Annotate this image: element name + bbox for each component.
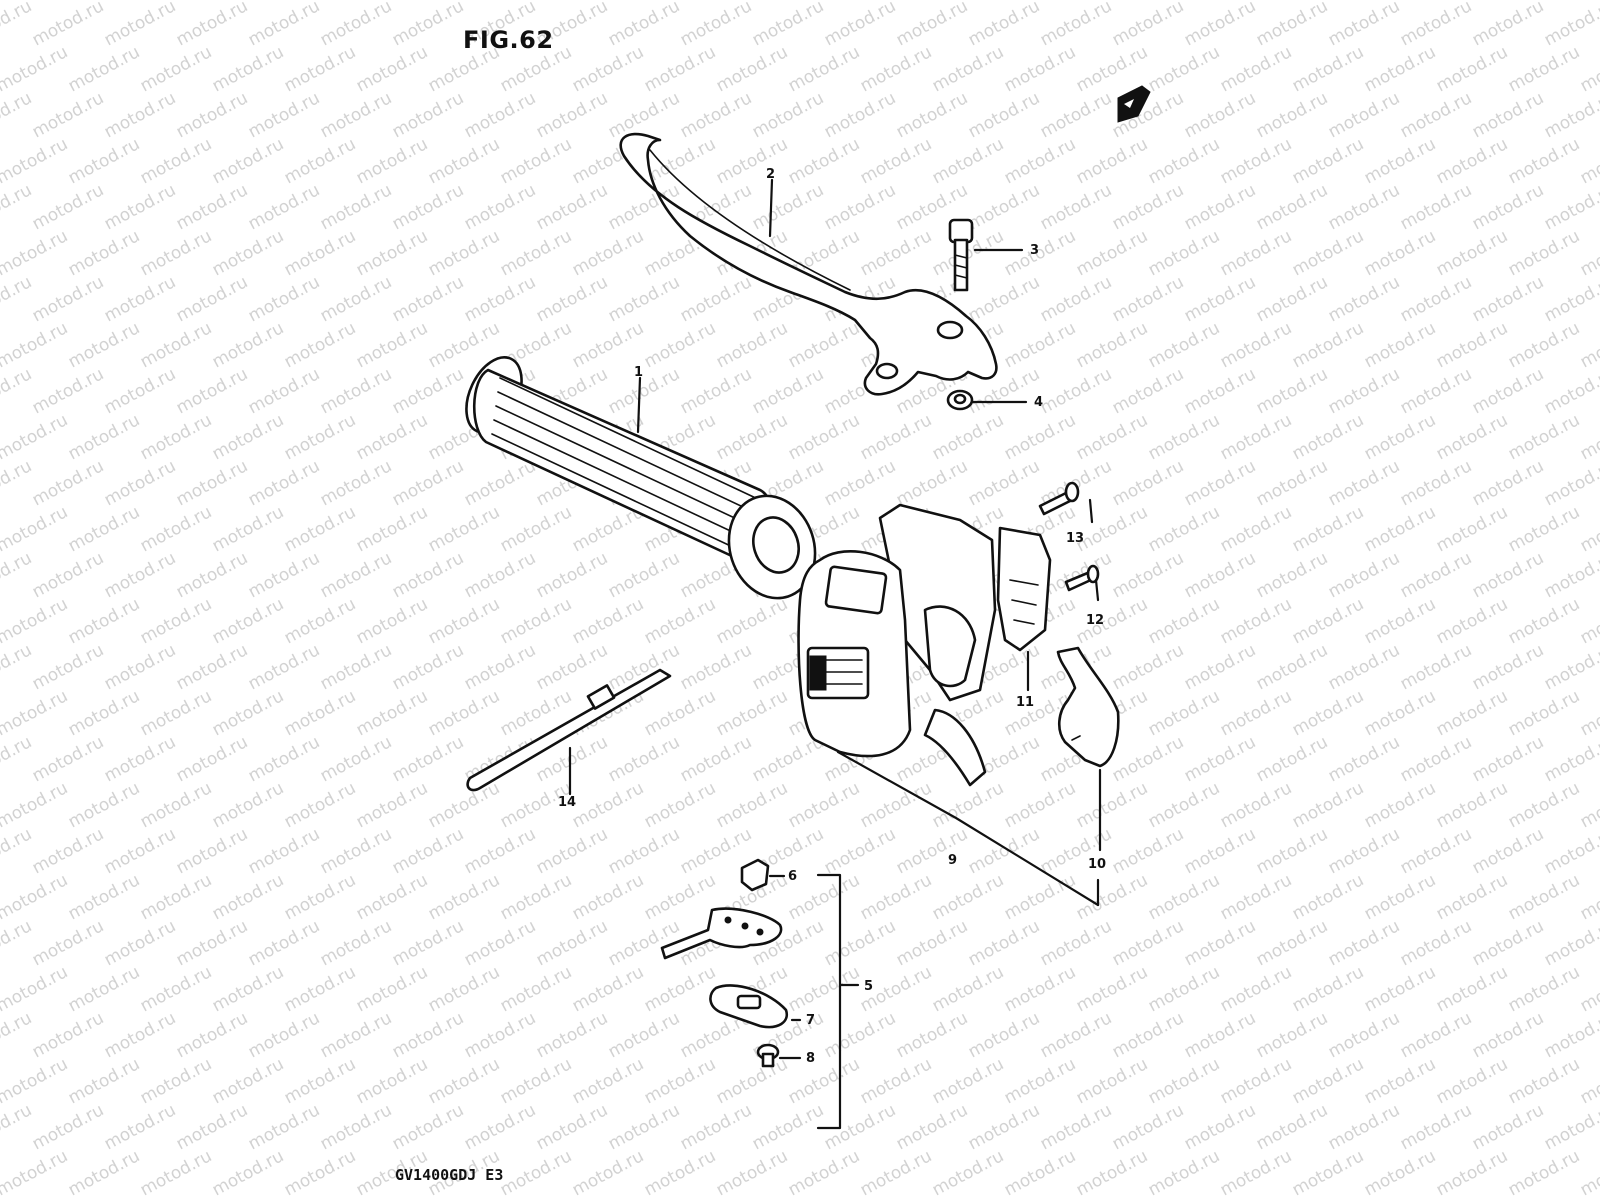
handlebar-grip-part xyxy=(465,356,817,600)
callout-10: 10 xyxy=(1088,857,1106,872)
callout-numbers: 1 2 3 4 5 6 7 8 9 10 11 12 13 14 xyxy=(558,167,1106,1066)
holder-screw-small-part xyxy=(1064,564,1100,592)
callout-4: 4 xyxy=(1034,395,1043,410)
switch-cover-part xyxy=(1056,646,1120,768)
figure-title: FIG.62 xyxy=(463,26,554,54)
switch-knob-part xyxy=(740,858,770,892)
handlebar-switch-part xyxy=(797,503,997,787)
leader-lines xyxy=(568,178,1102,1130)
callout-6: 6 xyxy=(788,869,797,884)
callout-13: 13 xyxy=(1066,531,1084,546)
cable-tie-part xyxy=(466,668,672,792)
callout-2: 2 xyxy=(766,167,775,182)
callout-7: 7 xyxy=(806,1013,815,1028)
lever-nut-part xyxy=(946,389,974,411)
callout-5: 5 xyxy=(864,979,873,994)
lever-part xyxy=(619,132,998,396)
callout-1: 1 xyxy=(634,365,643,380)
callout-9: 9 xyxy=(948,853,957,868)
model-code: GV1400GDJ E3 xyxy=(395,1166,504,1184)
direction-arrow-icon xyxy=(1117,85,1151,123)
switch-screw-part xyxy=(756,1043,780,1068)
watermark-text: motod.ru xyxy=(1577,0,1600,4)
lever-holder-part xyxy=(996,526,1052,652)
callout-3: 3 xyxy=(1030,243,1039,258)
switch-contact-plate-part xyxy=(660,907,783,960)
holder-screw-long-part xyxy=(1038,481,1080,516)
callout-14: 14 xyxy=(558,795,576,810)
callout-11: 11 xyxy=(1016,695,1034,710)
switch-plate-part xyxy=(709,984,789,1029)
lever-bolt-part xyxy=(948,218,974,292)
callout-12: 12 xyxy=(1086,613,1104,628)
callout-8: 8 xyxy=(806,1051,815,1066)
